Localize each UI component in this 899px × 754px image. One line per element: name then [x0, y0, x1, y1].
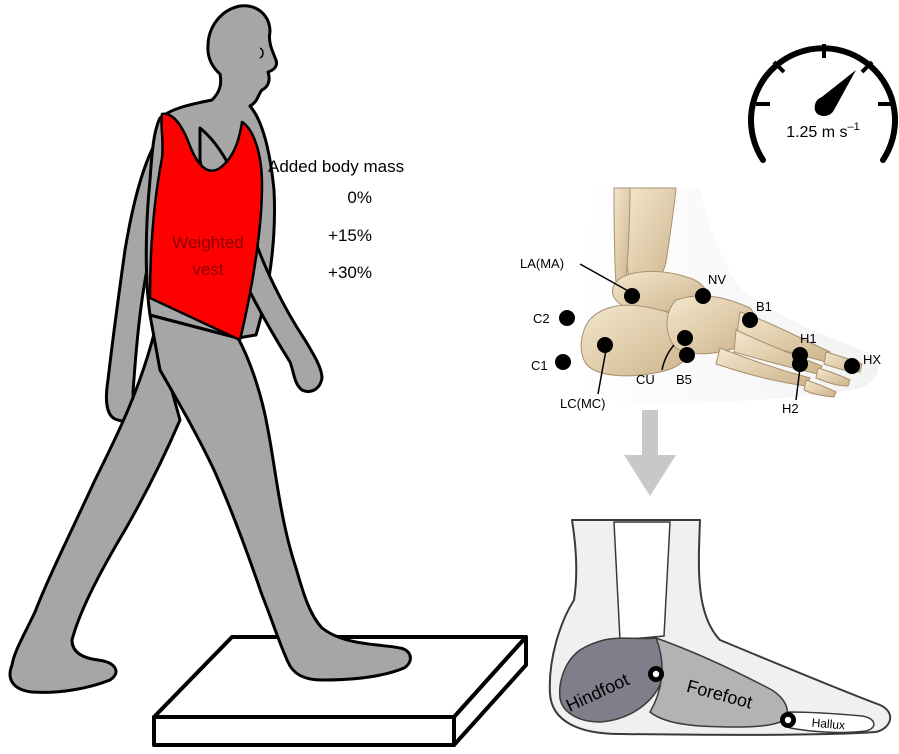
speed-label: 1.25 m s — [786, 124, 847, 141]
marker-B5 — [679, 347, 695, 363]
label-HX: HX — [863, 352, 881, 367]
marker-LA — [624, 288, 640, 304]
label-C1: C1 — [531, 358, 548, 373]
down-arrow — [624, 410, 676, 496]
walking-person-silhouette — [10, 6, 410, 693]
marker-HX — [844, 358, 860, 374]
label-H1: H1 — [800, 331, 817, 346]
mass-level-15: +15% — [328, 226, 372, 245]
marker-LC — [597, 337, 613, 353]
vest-label-line1: Weighted — [172, 233, 244, 252]
speedometer-icon: 1.25 m s–1 — [751, 44, 895, 160]
mass-level-30: +30% — [328, 263, 372, 282]
hallux-label: Hallux — [811, 716, 845, 733]
vest-label-line2: vest — [192, 260, 223, 279]
marker-B1 — [742, 312, 758, 328]
label-CU: CU — [636, 372, 655, 387]
label-B1: B1 — [756, 299, 772, 314]
marker-H2 — [792, 356, 808, 372]
foot-segment-model: Hindfoot Forefoot Hallux — [550, 520, 890, 735]
marker-CU — [677, 330, 693, 346]
label-LC: LC(MC) — [560, 396, 606, 411]
label-NV: NV — [708, 272, 726, 287]
label-C2: C2 — [533, 311, 550, 326]
label-H2: H2 — [782, 401, 799, 416]
shank-bone — [614, 522, 670, 640]
marker-NV — [695, 288, 711, 304]
back-leg — [10, 330, 180, 692]
label-B5: B5 — [676, 372, 692, 387]
speed-value: 1.25 m s–1 — [786, 121, 860, 141]
label-LA: LA(MA) — [520, 256, 564, 271]
marker-C2 — [559, 310, 575, 326]
marker-C1 — [555, 354, 571, 370]
added-body-mass-legend: Added body mass 0% +15% +30% — [268, 157, 404, 282]
mass-level-0: 0% — [347, 188, 372, 207]
speed-exponent: –1 — [848, 121, 860, 133]
front-leg — [150, 315, 410, 680]
added-body-mass-heading: Added body mass — [268, 157, 404, 176]
